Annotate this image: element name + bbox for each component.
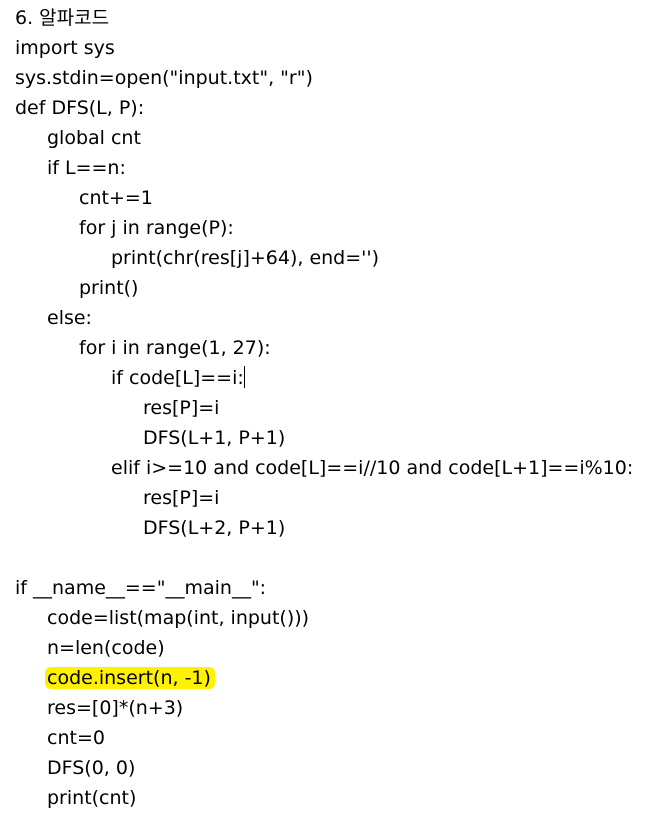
code-line: if __name__=="__main__":: [15, 577, 267, 599]
code-line: res=[0]*(n+3): [47, 697, 184, 719]
code-line: DFS(L+1, P+1): [143, 427, 286, 449]
code-line: else:: [47, 307, 92, 329]
code-line: DFS(L+2, P+1): [143, 517, 286, 539]
document: 6. 알파코드 import sys sys.stdin=open("input…: [15, 3, 649, 813]
code-line: for j in range(P):: [79, 217, 234, 239]
code-line-highlighted: code.insert(n, -1): [15, 663, 649, 693]
code-line: def DFS(L, P):: [15, 97, 145, 119]
code-line-with-cursor[interactable]: if code[L]==i:: [15, 363, 649, 393]
code-line: global cnt: [47, 127, 141, 149]
code-line: print(): [79, 277, 139, 299]
code-line: print(cnt): [47, 787, 137, 809]
highlighted-code: code.insert(n, -1): [45, 667, 215, 689]
code-line: cnt+=1: [79, 187, 153, 209]
code-line-text: if code[L]==i:: [111, 367, 244, 389]
code-line: for i in range(1, 27):: [79, 337, 271, 359]
document-title: 6. 알파코드: [15, 7, 110, 29]
text-cursor: [243, 366, 245, 388]
code-line: sys.stdin=open("input.txt", "r"): [15, 67, 313, 89]
code-line: elif i>=10 and code[L]==i//10 and code[L…: [111, 457, 634, 479]
code-line: import sys: [15, 37, 115, 59]
code-line: if L==n:: [47, 157, 126, 179]
code-line: code=list(map(int, input())): [47, 607, 310, 629]
code-line: n=len(code): [47, 637, 165, 659]
blank-line: [15, 543, 649, 573]
code-line: cnt=0: [47, 727, 105, 749]
code-line: print(chr(res[j]+64), end=''): [111, 247, 380, 269]
code-line: DFS(0, 0): [47, 757, 136, 779]
code-line: res[P]=i: [143, 397, 220, 419]
code-line: res[P]=i: [143, 487, 220, 509]
